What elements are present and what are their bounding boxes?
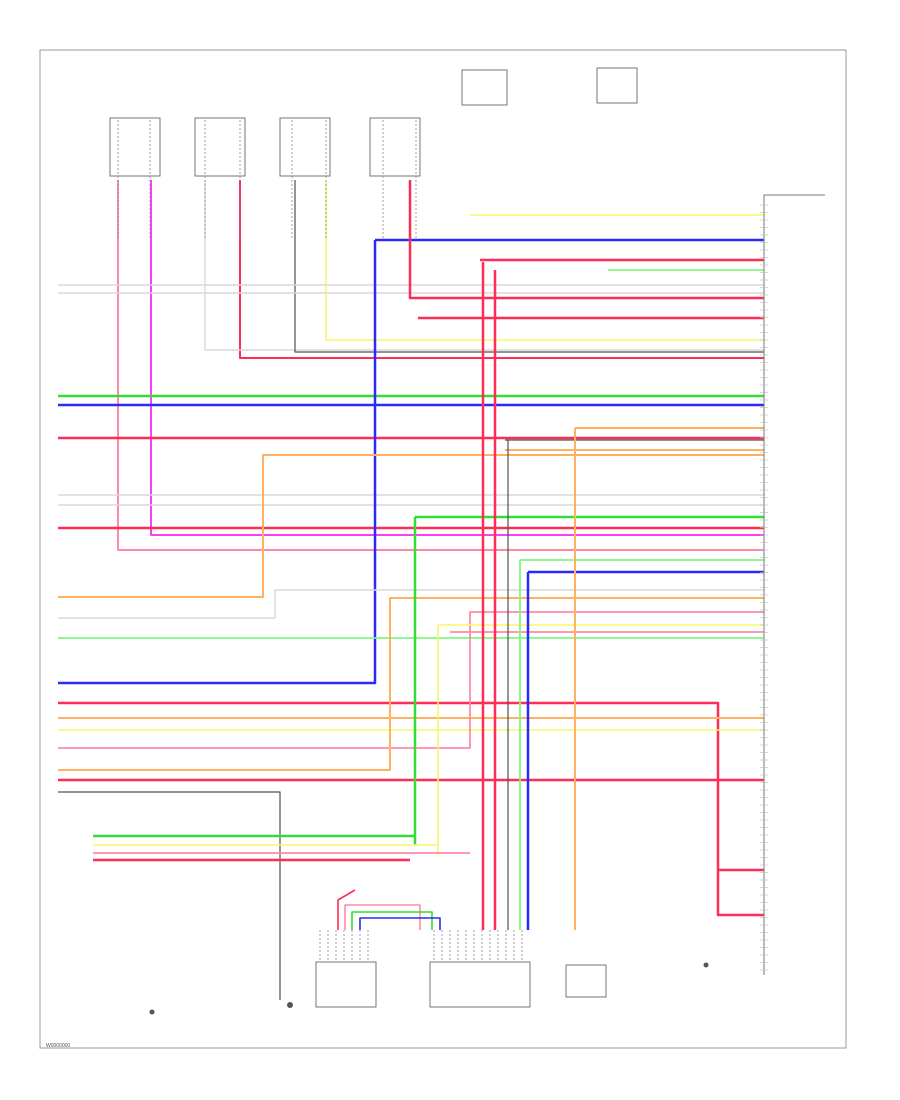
wire-black-4	[294, 180, 764, 353]
wire-pink-30	[58, 611, 764, 749]
wire-red-2	[239, 180, 764, 359]
wire-violet-1	[150, 180, 764, 536]
wire-blue-14	[58, 240, 377, 685]
bottom-component-left	[315, 961, 377, 1008]
wire-pink-0	[117, 180, 764, 551]
wire-white-25	[58, 589, 764, 619]
wire-green-54	[351, 911, 433, 930]
ground-symbol-3	[703, 962, 709, 968]
wire-orange-24	[58, 454, 764, 598]
relay-top-left	[461, 69, 508, 106]
top-component-2	[279, 117, 331, 177]
top-component-0	[109, 117, 161, 177]
wire-red-52	[337, 889, 356, 930]
wire-white-3	[204, 180, 764, 351]
wire-red-16	[408, 180, 764, 300]
wire-orange-31	[58, 597, 764, 771]
ground-symbol-2	[149, 1009, 155, 1015]
relay-top-right	[596, 67, 638, 104]
ground-symbol	[287, 1002, 293, 1008]
wire-red-27	[58, 701, 764, 917]
top-component-3	[369, 117, 421, 177]
wire-black-33	[58, 791, 281, 1000]
bottom-component-right	[429, 961, 531, 1008]
bottom-component-sensor	[565, 964, 607, 998]
control-unit-connector	[763, 194, 825, 975]
diagram-code: W0000000	[46, 1043, 71, 1049]
wire-blue-55	[359, 917, 441, 930]
diagram-frame	[39, 49, 847, 1049]
top-component-1	[194, 117, 246, 177]
